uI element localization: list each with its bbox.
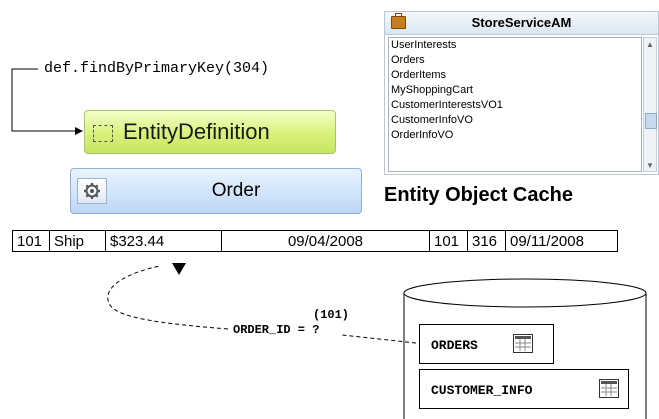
query-return-curve <box>107 265 229 330</box>
table-cell: 101 <box>12 230 50 252</box>
app-module-header: StoreServiceAM <box>385 12 658 35</box>
table-name: ORDERS <box>431 338 478 353</box>
list-item[interactable]: CustomerInfoVO <box>391 114 473 126</box>
id-value-label: (101) <box>313 308 350 322</box>
table-cell: 09/04/2008 <box>221 230 430 252</box>
table-row: 101 Ship $323.44 09/04/2008 101 316 09/1… <box>12 230 618 252</box>
method-call-text: def.findByPrimaryKey(304) <box>44 60 270 77</box>
entity-data-row: 101 Ship $323.44 09/04/2008 101 316 09/1… <box>12 230 618 252</box>
entity-definition-icon <box>93 125 113 142</box>
table-cell: Ship <box>49 230 106 252</box>
entity-definition-label: EntityDefinition <box>123 119 270 144</box>
scrollbar-thumb[interactable] <box>645 113 657 129</box>
result-arrow <box>172 263 186 275</box>
cache-title: Entity Object Cache <box>384 184 573 206</box>
list-item[interactable]: Orders <box>391 54 425 66</box>
table-cell: 316 <box>467 230 506 252</box>
call-connector <box>11 68 83 135</box>
database-cylinder <box>403 293 647 419</box>
order-entity-label: Order <box>211 180 261 201</box>
briefcase-icon <box>391 13 406 29</box>
order-id-label: ORDER_ID = ? <box>233 323 320 337</box>
chevron-down-icon[interactable]: ▼ <box>646 161 654 170</box>
app-module-list[interactable]: UserInterests Orders OrderItems MyShoppi… <box>388 37 642 172</box>
table-name: CUSTOMER_INFO <box>431 383 533 398</box>
list-item[interactable]: OrderInfoVO <box>391 129 454 141</box>
list-scrollbar[interactable]: ▲ ▼ <box>643 37 657 172</box>
list-item[interactable]: CustomerInterestsVO1 <box>391 99 503 111</box>
app-module-panel: StoreServiceAM UserInterests Orders Orde… <box>384 11 659 175</box>
table-cell: 101 <box>429 230 468 252</box>
table-icon <box>513 334 533 353</box>
list-item[interactable]: UserInterests <box>391 39 457 51</box>
order-entity-box[interactable]: Order <box>70 168 362 214</box>
table-icon <box>599 379 619 398</box>
table-cell: $323.44 <box>105 230 222 252</box>
list-item[interactable]: OrderItems <box>391 69 447 81</box>
gear-icon <box>77 178 107 204</box>
chevron-up-icon[interactable]: ▲ <box>646 40 654 49</box>
list-item[interactable]: MyShoppingCart <box>391 84 473 96</box>
query-connector <box>341 334 417 344</box>
app-module-title: StoreServiceAM <box>471 15 572 30</box>
table-cell: 09/11/2008 <box>505 230 618 252</box>
customer-info-table-box[interactable]: CUSTOMER_INFO <box>419 369 629 409</box>
orders-table-box[interactable]: ORDERS <box>419 324 554 364</box>
entity-definition-box[interactable]: EntityDefinition <box>84 110 336 154</box>
database-cylinder-top <box>403 278 647 308</box>
